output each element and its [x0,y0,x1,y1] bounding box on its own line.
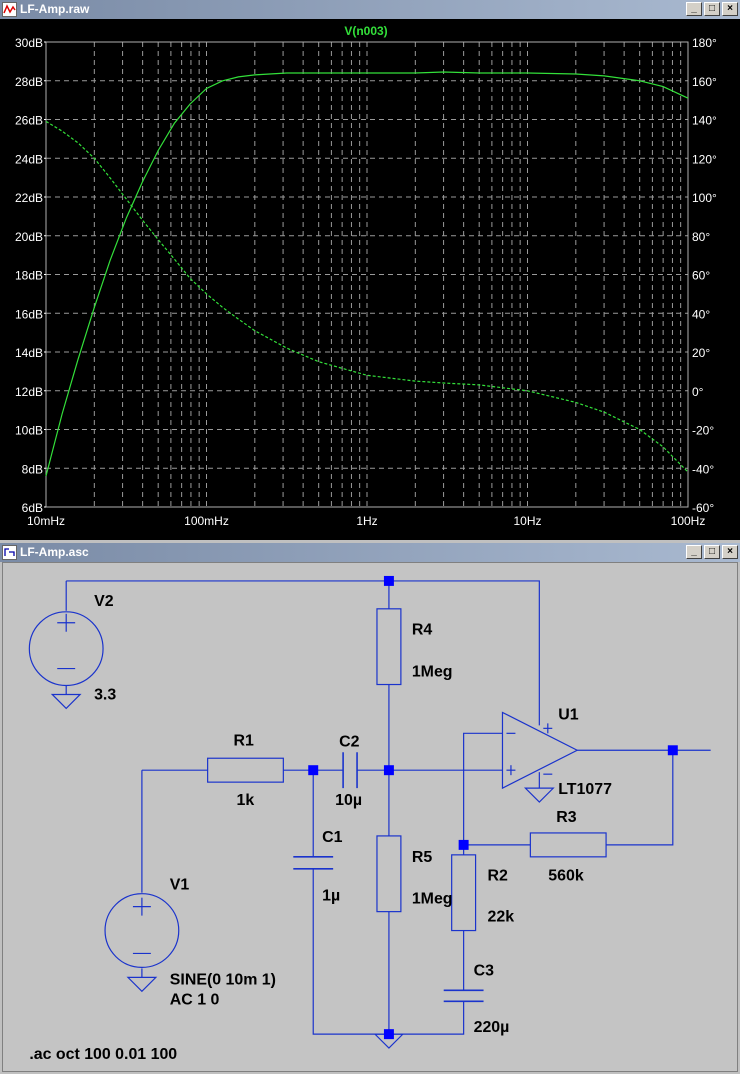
value-r4: 1Meg [412,664,453,681]
y2-tick-label-phase: 140° [692,114,717,128]
bode-plot[interactable]: V(n003) 30dB 28dB 26dB 24dB 22dB 20dB 18dB 16dB… [0,19,740,540]
schematic-window: LF-Amp.asc _ □ × [0,543,740,1074]
x-tick-label: 100mHz [184,514,229,528]
value-v1-ac: AC 1 0 [170,991,220,1008]
y2-tick-label-phase: -40° [692,462,714,476]
label-c3: C3 [474,962,494,979]
y-tick-label-db: 8dB [22,462,43,476]
label-v2: V2 [94,593,114,610]
y-tick-label-db: 30dB [15,36,43,50]
wire[interactable] [463,732,503,855]
trace-label[interactable]: V(n003) [344,24,387,38]
y2-tick-label-phase: 80° [692,230,710,244]
value-u1: LT1077 [558,781,612,798]
label-u1: U1 [558,706,578,723]
y2-tick-label-phase: 40° [692,307,710,321]
resistor-r1[interactable] [207,757,284,783]
resistor-r4[interactable] [376,608,402,686]
value-c2: 10µ [335,792,362,809]
plot-window-title: LF-Amp.raw [20,2,90,16]
junction-dot [458,839,469,850]
y-tick-label-db: 18dB [15,269,43,283]
ground-symbol [126,976,158,993]
y2-tick-label-phase: -60° [692,501,714,515]
resistor-r2[interactable] [451,854,477,932]
resistor-r3[interactable] [529,832,607,858]
plot-window-titlebar[interactable]: LF-Amp.raw _ □ × [0,0,740,19]
y2-tick-label-phase: 60° [692,269,710,283]
schematic-icon [2,545,17,560]
label-r5: R5 [412,849,432,866]
value-v1-sine: SINE(0 10m 1) [170,971,276,988]
label-c2: C2 [339,733,359,750]
y2-tick-label-phase: -20° [692,424,714,438]
y-tick-label-db: 26dB [15,114,43,128]
y-tick-label-db: 12dB [15,385,43,399]
y2-tick-label-phase: 20° [692,346,710,360]
schematic-window-title: LF-Amp.asc [20,545,89,559]
value-r3: 560k [548,868,584,885]
y-tick-label-db: 16dB [15,307,43,321]
junction-dot [383,575,394,586]
phase-trace[interactable] [45,120,689,473]
wire[interactable] [66,580,540,726]
junction-dot [383,765,394,776]
maximize-button[interactable]: □ [704,545,720,559]
wire[interactable] [606,750,674,846]
value-v2: 3.3 [94,686,116,703]
y-tick-label-db: 10dB [15,424,43,438]
y-tick-label-db: 28dB [15,75,43,89]
resistor-r5[interactable] [376,835,402,913]
ground-symbol [523,787,555,803]
junction-dot [667,745,678,756]
y2-tick-label-phase: 160° [692,75,717,89]
x-tick-label: 10mHz [27,514,65,528]
junction-dot [383,1029,394,1040]
label-r4: R4 [412,622,432,639]
value-r1: 1k [237,792,255,809]
label-v1: V1 [170,877,190,894]
y-tick-label-db: 24dB [15,152,43,166]
y-tick-label-db: 22dB [15,191,43,205]
close-button[interactable]: × [722,2,738,16]
capacitor-c3[interactable] [443,989,484,1003]
minimize-button[interactable]: _ [686,545,702,559]
capacitor-c2[interactable] [342,752,358,789]
label-r3: R3 [556,809,576,826]
y2-tick-label-phase: 100° [692,191,717,205]
y-tick-label-db: 6dB [22,501,43,515]
value-c1: 1µ [322,888,340,905]
close-button[interactable]: × [722,545,738,559]
y-tick-label-db: 14dB [15,346,43,360]
y-tick-label-db: 20dB [15,230,43,244]
x-tick-label: 10Hz [513,514,541,528]
x-tick-label: 100Hz [671,514,706,528]
ground-symbol [50,693,82,710]
plot-window: LF-Amp.raw _ □ × V(n003) 30dB 28dB 26dB 24d… [0,0,740,540]
schematic-canvas[interactable]: V2 3.3 R4 1Meg U1 LT1077 R1 1k C2 10µ C1… [2,562,738,1072]
magnitude-trace[interactable] [45,71,689,477]
waveform-icon [2,2,17,17]
minimize-button[interactable]: _ [686,2,702,16]
value-r2: 22k [488,909,515,926]
y2-tick-label-phase: 180° [692,36,717,50]
voltage-source-v1[interactable] [104,893,180,969]
spice-directive[interactable]: .ac oct 100 0.01 100 [29,1046,177,1063]
value-r5: 1Meg [412,891,453,908]
maximize-button[interactable]: □ [704,2,720,16]
capacitor-c1[interactable] [293,856,334,870]
y2-tick-label-phase: 0° [692,385,704,399]
value-c3: 220µ [474,1019,510,1036]
junction-dot [308,765,319,776]
label-r1: R1 [234,732,254,749]
opamp-u1[interactable] [501,711,579,790]
label-c1: C1 [322,829,342,846]
label-r2: R2 [488,868,508,885]
y2-tick-label-phase: 120° [692,152,717,166]
x-tick-label: 1Hz [356,514,377,528]
voltage-source-v2[interactable] [28,611,104,687]
schematic-window-titlebar[interactable]: LF-Amp.asc _ □ × [0,543,740,562]
